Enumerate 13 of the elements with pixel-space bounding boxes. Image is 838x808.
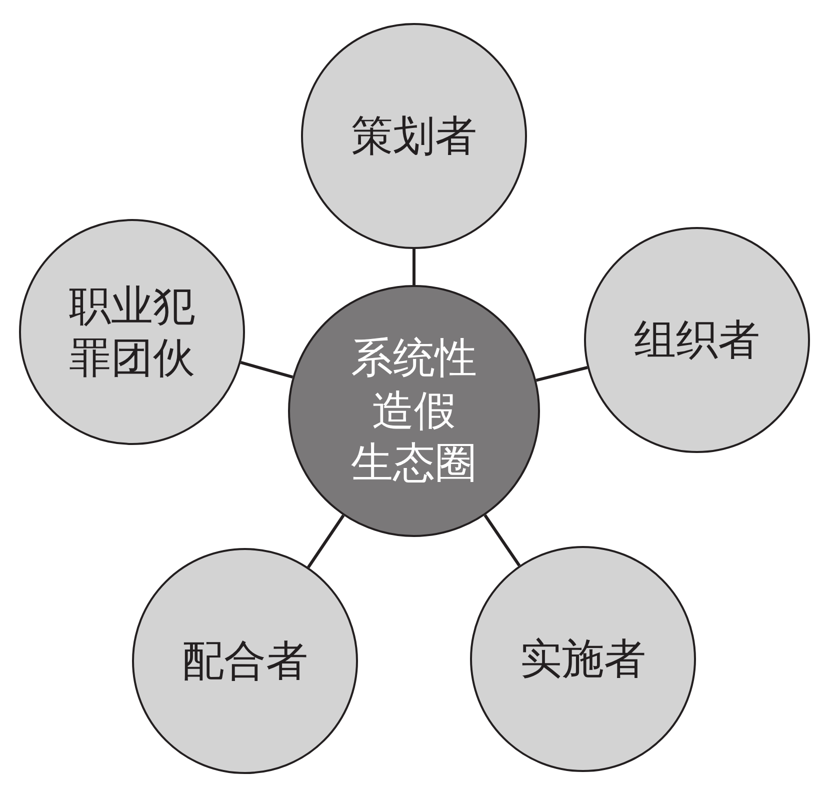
connector-line <box>307 514 345 568</box>
circle-label: 造假 <box>372 384 456 437</box>
circle-label: 系统性 <box>351 332 477 384</box>
circle-label: 组织者 <box>634 314 760 366</box>
circle-label: 实施者 <box>520 632 646 685</box>
circle-label: 职业犯罪团伙 <box>68 280 196 384</box>
connector-line <box>240 361 294 378</box>
circle-label: 生态圈 <box>351 437 477 490</box>
connector-line <box>484 514 521 566</box>
connector-line <box>536 366 588 382</box>
circle-label: 配合者 <box>182 634 308 687</box>
connector-line <box>412 249 416 285</box>
circle-label: 策划者 <box>351 110 477 162</box>
